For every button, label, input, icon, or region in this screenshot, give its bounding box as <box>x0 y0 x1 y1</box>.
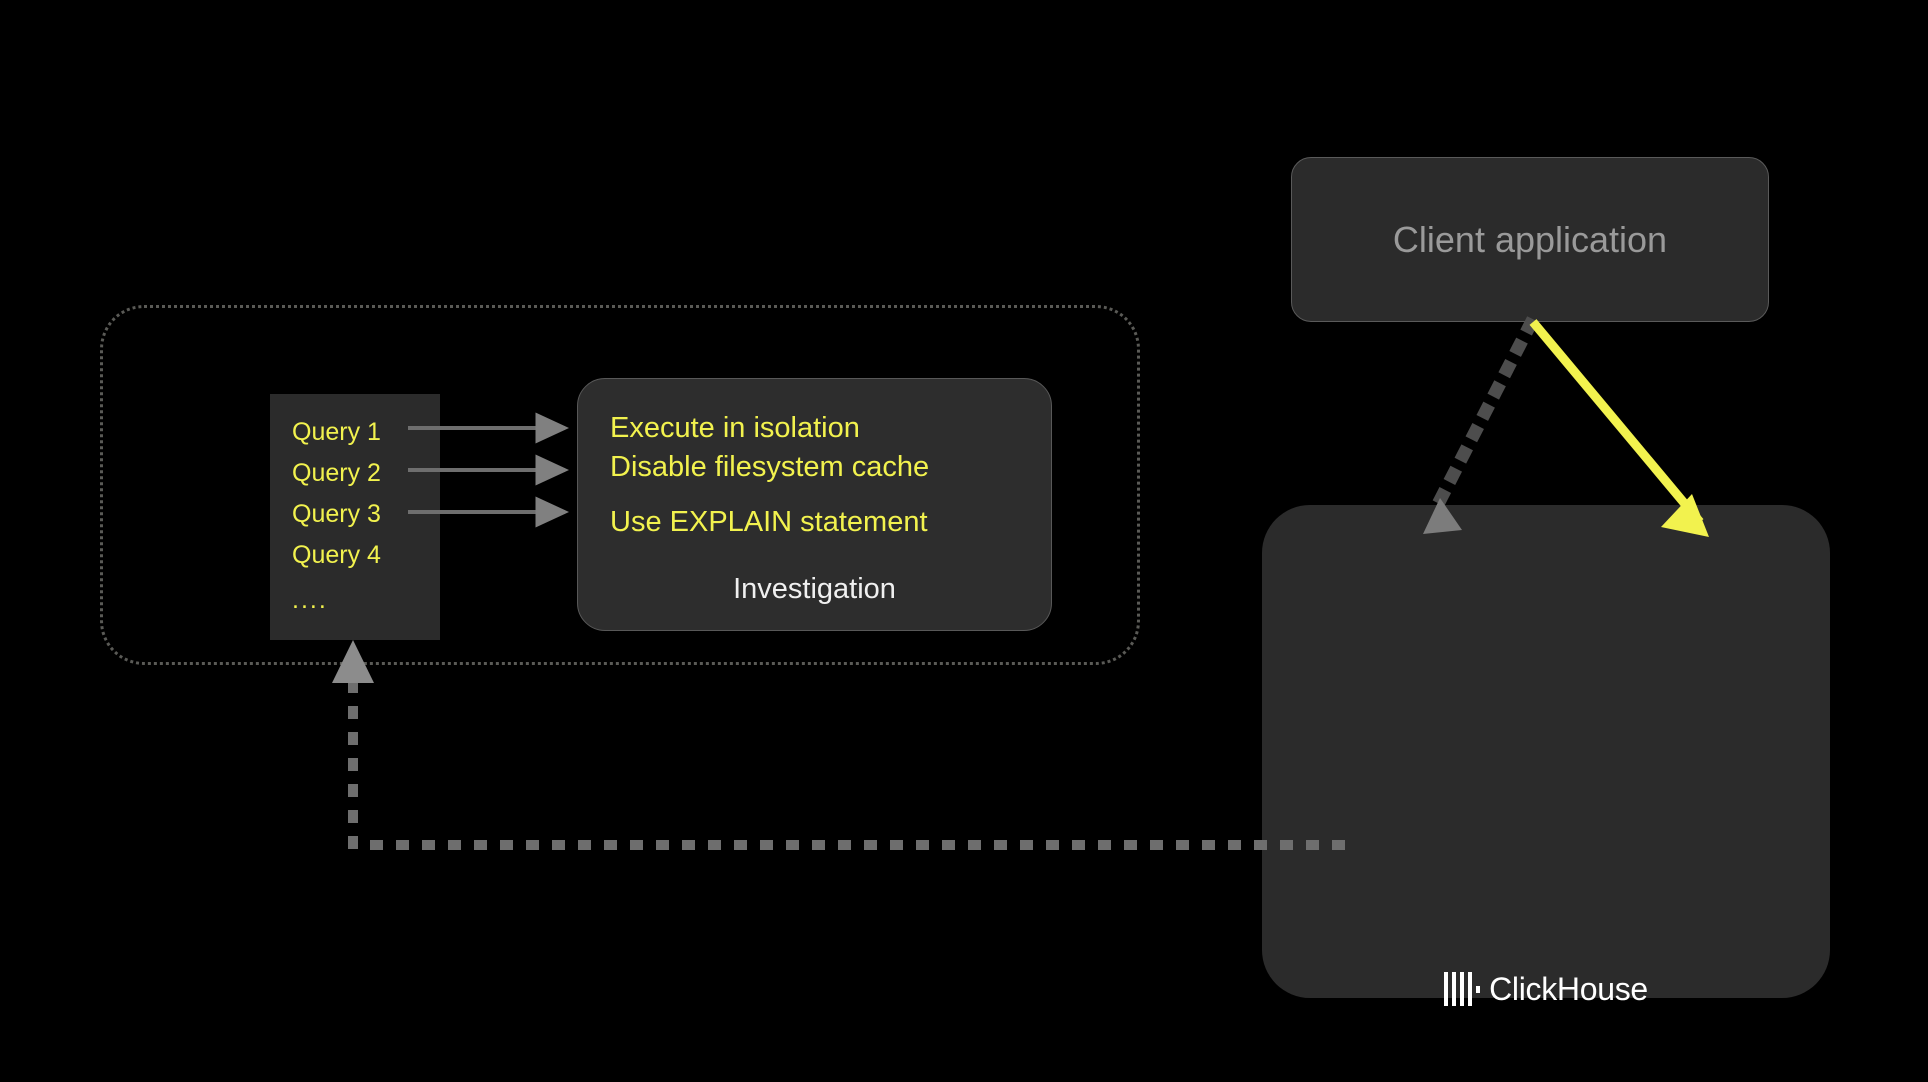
clickhouse-logo-text: ClickHouse <box>1489 970 1648 1007</box>
investigation-panel: Execute in isolation Disable filesystem … <box>577 378 1052 631</box>
investigation-step: Execute in isolation <box>610 412 860 444</box>
query-list-item[interactable]: Query 1 <box>292 418 381 446</box>
client-application-box: Client application <box>1291 157 1769 322</box>
investigation-group-container <box>100 305 1140 665</box>
query-list-item[interactable]: Query 2 <box>292 459 381 487</box>
query-list-panel: Query 1 Query 2 Query 3 Query 4 .... <box>270 394 440 640</box>
investigation-panel-title: Investigation <box>733 573 896 605</box>
query-list-item-more: .... <box>292 586 328 614</box>
connector-client-to-my-table <box>1423 316 1539 534</box>
query-list-item[interactable]: Query 3 <box>292 500 381 528</box>
investigation-step: Use EXPLAIN statement <box>610 506 928 538</box>
clickhouse-logo-icon <box>1444 972 1481 1006</box>
clickhouse-panel <box>1262 505 1830 998</box>
connector-query-logs-to-query-panel <box>332 640 1345 850</box>
query-list-item[interactable]: Query 4 <box>292 541 381 569</box>
investigation-step: Disable filesystem cache <box>610 451 930 483</box>
client-application-label: Client application <box>1392 218 1668 260</box>
clickhouse-logo: ClickHouse <box>1262 965 1830 1013</box>
